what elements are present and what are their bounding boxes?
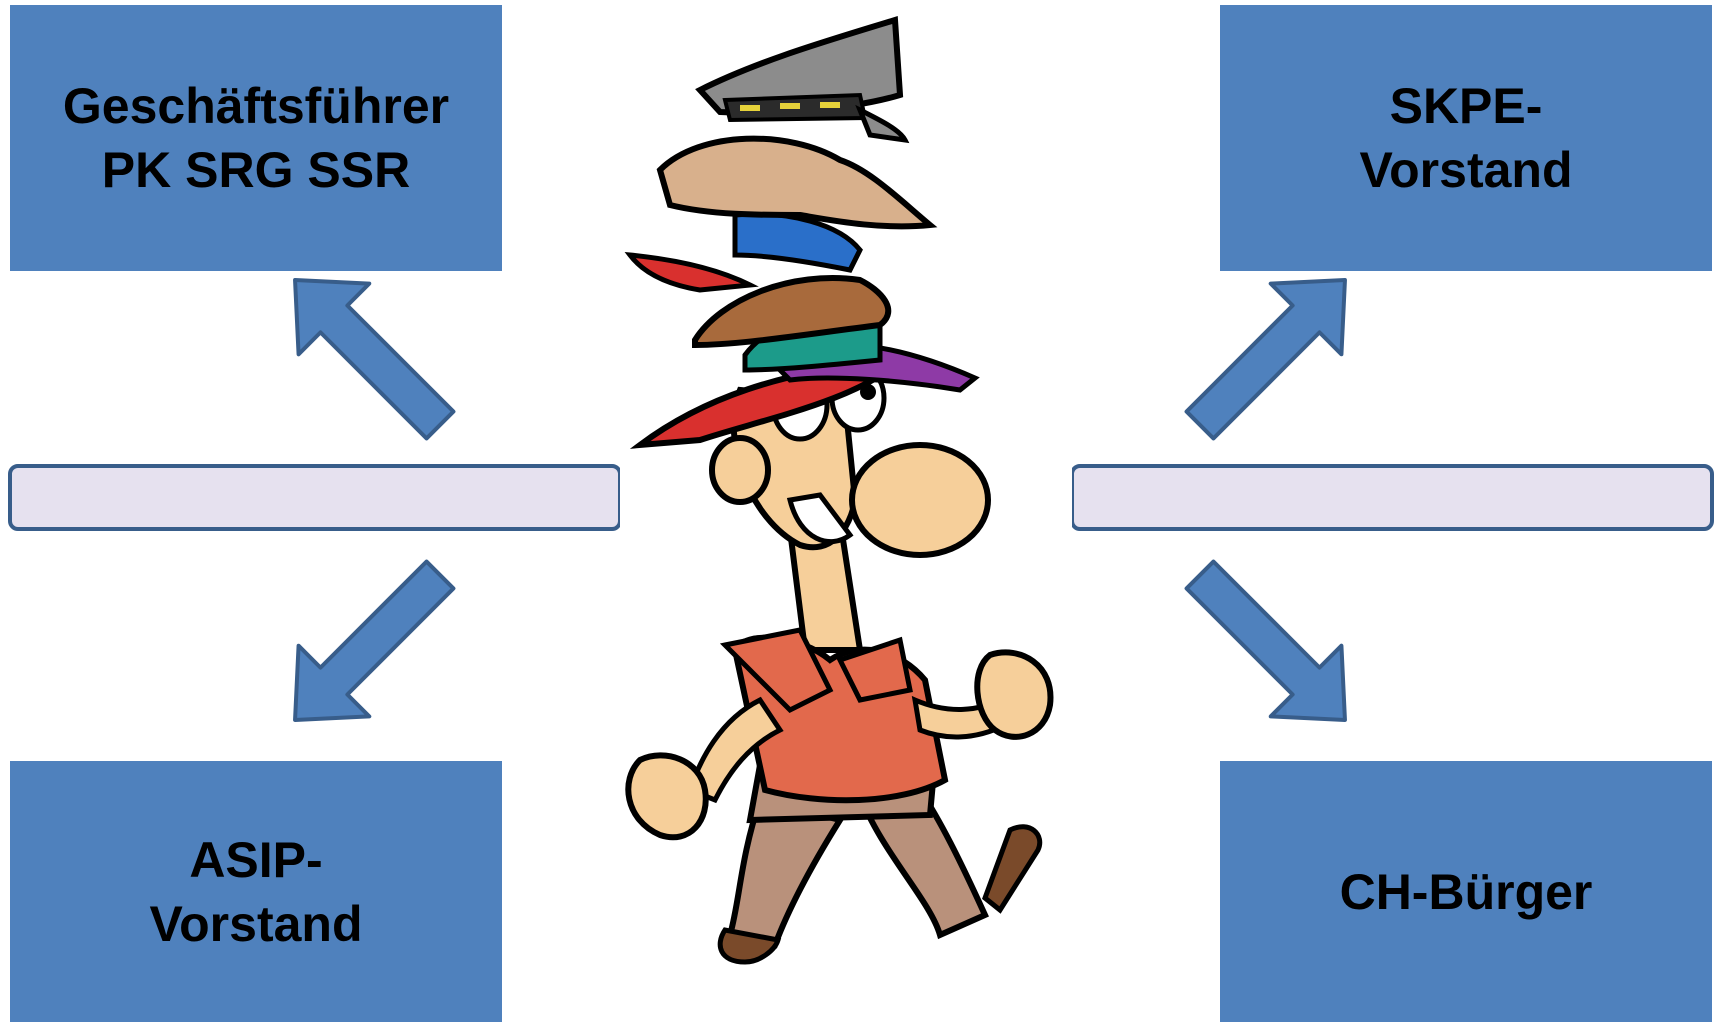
role-box-label-line1: CH-Bürger	[1339, 863, 1593, 920]
role-box-label-line2: Vorstand	[1359, 142, 1573, 198]
role-box-label-line1: SKPE-	[1389, 78, 1543, 134]
role-box-skpe-board: SKPE- Vorstand	[1220, 5, 1712, 271]
many-hats-man-icon	[620, 10, 1072, 965]
arrow-down-left	[293, 559, 456, 722]
role-box-label-line1: Geschäftsführer	[62, 78, 450, 134]
role-box-swiss-citizen: CH-Bürger	[1220, 761, 1712, 1022]
arrow-down-right	[1184, 559, 1347, 722]
arrow-up-left	[293, 278, 456, 441]
arrow-up-right	[1184, 278, 1347, 441]
role-box-managing-director: Geschäftsführer PK SRG SSR	[10, 5, 502, 271]
role-box-label-line2: PK SRG SSR	[101, 142, 411, 198]
role-box-label-line1: ASIP-	[189, 831, 323, 888]
right-bar	[1070, 464, 1714, 531]
role-box-asip-board: ASIP- Vorstand	[10, 761, 502, 1022]
left-bar	[8, 464, 622, 531]
role-box-label-line2: Vorstand	[149, 895, 363, 952]
